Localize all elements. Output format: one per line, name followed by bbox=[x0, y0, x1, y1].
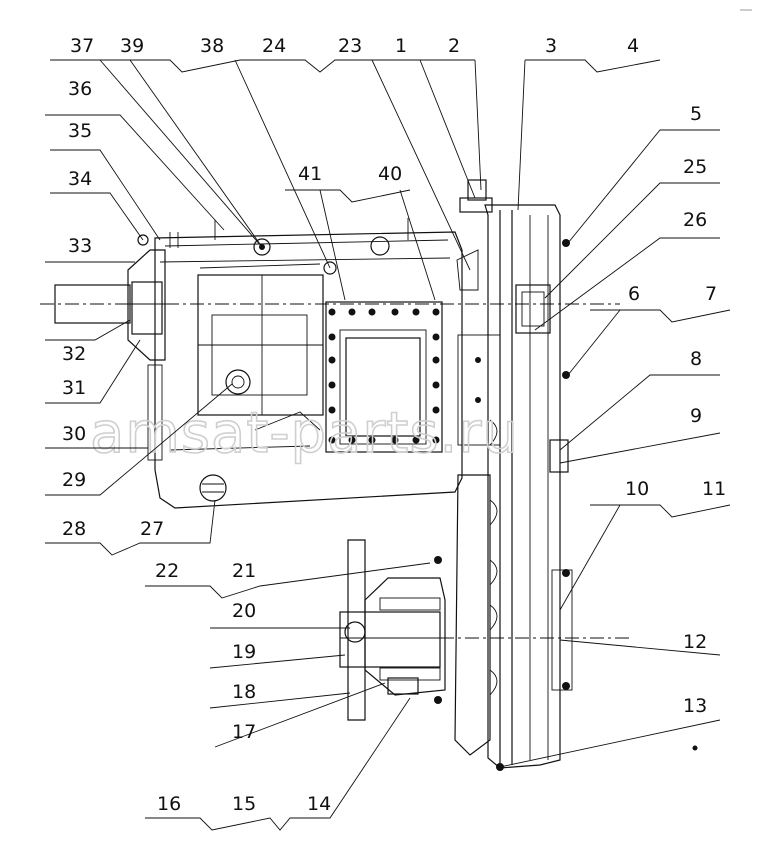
callout-41: 41 bbox=[298, 163, 322, 185]
callout-11: 11 bbox=[702, 478, 726, 500]
callout-35: 35 bbox=[68, 120, 92, 142]
callout-13: 13 bbox=[683, 695, 707, 717]
callout-34: 34 bbox=[68, 168, 92, 190]
leader-lines bbox=[45, 59, 731, 831]
main-housing bbox=[154, 218, 463, 509]
callout-10: 10 bbox=[625, 478, 649, 500]
callout-1: 1 bbox=[395, 35, 407, 57]
callout-18: 18 bbox=[232, 681, 256, 703]
callout-23: 23 bbox=[338, 35, 362, 57]
callout-14: 14 bbox=[307, 793, 331, 815]
callout-33: 33 bbox=[68, 235, 92, 257]
callout-labels: 37 39 38 24 23 1 2 3 4 36 35 34 33 32 31… bbox=[62, 35, 726, 815]
callout-32: 32 bbox=[62, 343, 86, 365]
callout-27: 27 bbox=[140, 518, 164, 540]
callout-16: 16 bbox=[157, 793, 181, 815]
callout-40: 40 bbox=[378, 163, 402, 185]
callout-38: 38 bbox=[200, 35, 224, 57]
callout-29: 29 bbox=[62, 469, 86, 491]
callout-17: 17 bbox=[232, 721, 256, 743]
callout-39: 39 bbox=[120, 35, 144, 57]
callout-20: 20 bbox=[232, 600, 256, 622]
callout-24: 24 bbox=[262, 35, 286, 57]
callout-30: 30 bbox=[62, 423, 86, 445]
callout-25: 25 bbox=[683, 156, 707, 178]
callout-12: 12 bbox=[683, 631, 707, 653]
callout-9: 9 bbox=[690, 405, 702, 427]
callout-31: 31 bbox=[62, 377, 86, 399]
callout-28: 28 bbox=[62, 518, 86, 540]
callout-4: 4 bbox=[627, 35, 639, 57]
callout-5: 5 bbox=[690, 103, 702, 125]
watermark-text: amsat-parts.ru bbox=[90, 401, 519, 466]
callout-8: 8 bbox=[690, 348, 702, 370]
callout-21: 21 bbox=[232, 560, 256, 582]
callout-7: 7 bbox=[705, 283, 717, 305]
callout-19: 19 bbox=[232, 641, 256, 663]
callout-37: 37 bbox=[70, 35, 94, 57]
callout-22: 22 bbox=[155, 560, 179, 582]
callout-15: 15 bbox=[232, 793, 256, 815]
callout-6: 6 bbox=[628, 283, 640, 305]
gearbox-drawing bbox=[40, 179, 630, 771]
dot-mark bbox=[692, 745, 698, 751]
centerlines bbox=[40, 303, 630, 639]
callout-26: 26 bbox=[683, 209, 707, 231]
callout-3: 3 bbox=[545, 35, 557, 57]
callout-2: 2 bbox=[448, 35, 460, 57]
output-flange bbox=[339, 539, 446, 721]
callout-36: 36 bbox=[68, 78, 92, 100]
transfer-case bbox=[434, 179, 573, 771]
